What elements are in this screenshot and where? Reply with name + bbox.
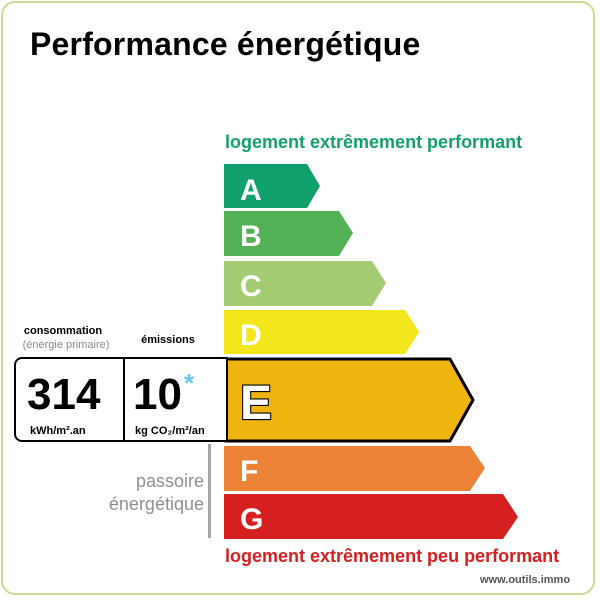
passoire-line-1: passoire [135, 471, 204, 491]
class-bar-b-shape [224, 211, 353, 256]
page-title: Performance énergétique [30, 26, 421, 62]
class-bar-c: C [224, 261, 386, 306]
class-letter-a: A [240, 174, 262, 207]
class-bar-f: F [224, 446, 485, 491]
class-letter-g: G [240, 503, 263, 536]
class-bar-e: E [224, 357, 475, 443]
passoire-line-2: énergétique [108, 494, 204, 514]
class-letter-c: C [240, 270, 262, 303]
emissions-heading: émissions [141, 334, 195, 346]
class-letter-d: D [240, 319, 262, 352]
consumption-subheading: (énergie primaire) [22, 339, 110, 351]
emissions-value: 10 [133, 370, 182, 419]
consumption-value: 314 [27, 370, 101, 419]
class-bar-g-shape [224, 494, 518, 539]
class-bar-c-shape [224, 261, 386, 306]
emissions-unit: kg CO₂/m²/an [135, 425, 205, 437]
class-bar-g: G [224, 494, 518, 539]
class-bar-f-shape [224, 446, 485, 491]
passoire-label: passoire énergétique [70, 470, 204, 516]
emissions-asterisk: * [184, 368, 195, 398]
top-scale-label: logement extrêmement performant [225, 132, 523, 152]
class-bar-b: B [224, 211, 353, 256]
consumption-heading: consommation [23, 325, 103, 337]
class-bar-a-shape [224, 164, 320, 208]
class-letter-e: E [240, 377, 272, 430]
class-bar-d: D [224, 310, 419, 354]
passoire-bracket [208, 444, 211, 538]
values-divider [123, 357, 125, 442]
class-letter-b: B [240, 220, 262, 253]
footer-site: www.outils.immo [480, 574, 571, 586]
bottom-scale-label: logement extrêmement peu performant [225, 546, 560, 566]
consumption-unit: kWh/m².an [30, 425, 86, 437]
class-letter-f: F [240, 455, 258, 488]
values-box [14, 357, 228, 442]
class-bar-d-shape [224, 310, 419, 354]
class-bar-a: A [224, 164, 320, 208]
